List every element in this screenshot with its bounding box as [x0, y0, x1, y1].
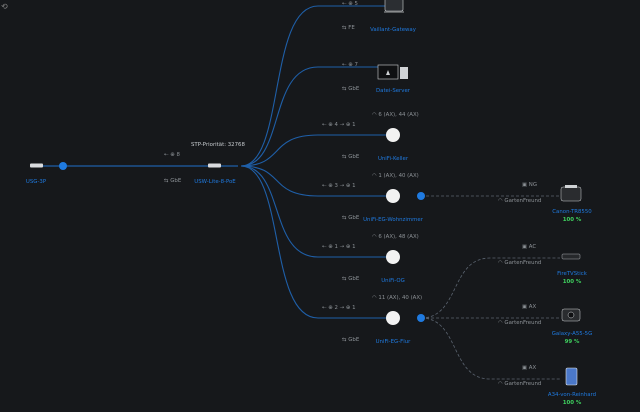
access-point-icon[interactable]: [386, 189, 400, 203]
switch-name[interactable]: USW-Lite-8-PoE: [194, 179, 236, 185]
link-speed: ⇆ GbE: [342, 276, 360, 282]
wifi-band: ▣ AX: [522, 304, 537, 310]
refresh-icon[interactable]: ⟲: [1, 2, 8, 11]
access-point-icon[interactable]: [386, 250, 400, 264]
client-count: ◠ 6 (AX), 48 (AX): [372, 234, 419, 240]
printer-icon[interactable]: [560, 186, 582, 202]
client-count: ◠ 1 (AX), 40 (AX): [372, 173, 419, 179]
link-speed: ⇆ GbE: [342, 154, 360, 160]
branch-link: [240, 5, 392, 167]
client-name[interactable]: A34-von-Reinhard: [547, 392, 597, 398]
device-name[interactable]: Datei-Server: [375, 88, 411, 94]
uplink-speed: ⇆ GbE: [164, 178, 182, 184]
port-info: ⇠ ⊕ 2 ⇢ ⊕ 1: [322, 305, 356, 311]
access-point-icon[interactable]: [386, 128, 400, 142]
port-info: ⇠ ⊕ 7: [342, 62, 358, 68]
branch-link: [240, 165, 392, 197]
printer-tray-icon: [565, 185, 577, 188]
branch-link: [240, 165, 392, 319]
device-name[interactable]: UniFi-Keller: [377, 156, 409, 162]
branch-link: [240, 134, 392, 167]
gateway-device-icon[interactable]: [384, 0, 404, 12]
device-name[interactable]: UniFi-EG-Wohnzimmer: [363, 217, 423, 223]
wifi-band: ▣ AC: [522, 244, 537, 250]
stp-priority: STP-Priorität: 32768: [191, 142, 245, 148]
streaming-stick-icon[interactable]: [561, 253, 581, 260]
device-layer: [30, 0, 582, 386]
client-name[interactable]: Canon-TR8550: [552, 209, 592, 215]
signal-strength: 100 %: [562, 400, 582, 406]
branch-link: [240, 66, 392, 167]
gateway-port-dot[interactable]: [59, 162, 67, 170]
ssid-label: ◠ GartenFreund: [498, 260, 542, 266]
server-logo-icon: [386, 70, 390, 75]
server-tower-icon: [400, 67, 408, 79]
wifi-band: ▣ NG: [522, 182, 538, 188]
port-info: ⇠ ⊕ 4 ⇢ ⊕ 1: [322, 122, 356, 128]
device-name[interactable]: Vaillant-Gateway: [370, 27, 416, 33]
phone-icon[interactable]: [565, 367, 578, 386]
gateway-name[interactable]: USG-3P: [25, 179, 47, 185]
link-layer: [37, 5, 560, 380]
link-speed: ⇆ FE: [342, 25, 355, 31]
device-name[interactable]: UniFi-EG-Flur: [375, 339, 411, 345]
signal-strength: 100 %: [562, 217, 582, 223]
wireless-link: [420, 317, 560, 380]
client-name[interactable]: Galaxy-A55-5G: [551, 331, 593, 337]
ssid-label: ◠ GartenFreund: [498, 381, 542, 387]
ap-client-dot[interactable]: [417, 192, 425, 200]
ssid-label: ◠ GartenFreund: [498, 198, 542, 204]
link-speed: ⇆ GbE: [342, 215, 360, 221]
ssid-label: ◠ GartenFreund: [498, 320, 542, 326]
ap-client-dot[interactable]: [417, 314, 425, 322]
port-info: ⇠ ⊕ 3 ⇢ ⊕ 1: [322, 183, 356, 189]
link-speed: ⇆ GbE: [342, 86, 360, 92]
uplink-ports: ⇠ ⊕ 8: [164, 152, 180, 158]
signal-strength: 99 %: [564, 339, 580, 345]
signal-strength: 100 %: [562, 279, 582, 285]
wireless-link: [420, 257, 560, 319]
gateway-icon: [30, 163, 43, 168]
port-info: ⇠ ⊕ 1 ⇢ ⊕ 1: [322, 244, 356, 250]
camera-lens-icon: [567, 311, 575, 319]
branch-link: [240, 165, 392, 258]
link-speed: ⇆ GbE: [342, 337, 360, 343]
client-name[interactable]: FireTVStick: [557, 271, 587, 277]
wifi-band: ▣ AX: [522, 365, 537, 371]
access-point-icon[interactable]: [386, 311, 400, 325]
client-count: ◠ 11 (AX), 40 (AX): [372, 295, 423, 301]
port-info: ⇠ ⊕ 5: [342, 1, 358, 7]
device-name[interactable]: UniFi-OG: [381, 278, 405, 284]
client-count: ◠ 6 (AX), 44 (AX): [372, 112, 419, 118]
switch-icon: [208, 163, 221, 168]
